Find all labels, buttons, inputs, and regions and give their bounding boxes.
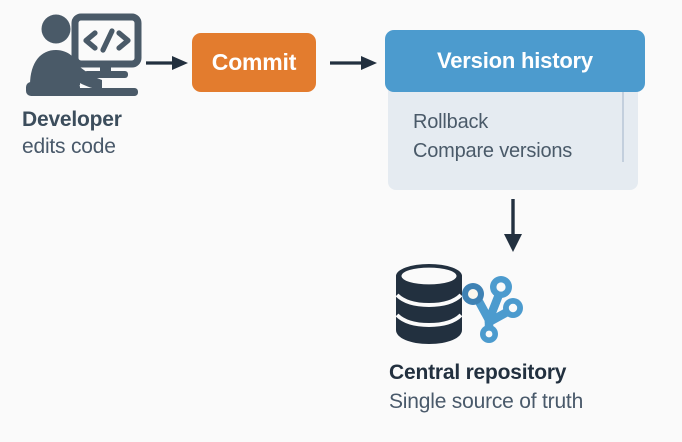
version-history-header-label: Version history <box>437 48 593 73</box>
repository-subtitle: Single source of truth <box>389 390 584 413</box>
repository-caption: Central repository Single source of trut… <box>389 358 669 416</box>
commit-label: Commit <box>211 49 297 75</box>
arrow-commit-to-version-history <box>330 56 377 70</box>
version-history-item-compare-versions[interactable]: Compare versions <box>413 140 573 162</box>
version-history-panel: Version history Rollback Compare version… <box>385 30 645 190</box>
database-with-branches-icon <box>395 264 523 344</box>
arrow-developer-to-commit <box>146 56 188 70</box>
developer-title: Developer <box>22 108 122 131</box>
version-history-header[interactable]: Version history <box>385 30 645 92</box>
version-history-item-rollback[interactable]: Rollback <box>413 111 489 133</box>
commit-node[interactable]: Commit <box>192 33 316 92</box>
version-history-divider <box>622 70 624 162</box>
developer-caption: Developer edits code <box>22 106 192 160</box>
developer-at-computer-icon <box>26 13 142 96</box>
developer-subtitle: edits code <box>22 135 116 158</box>
version-history-item-list: Rollback Compare versions <box>413 108 628 166</box>
repository-title: Central repository <box>389 361 567 384</box>
arrow-version-history-to-repository <box>504 199 522 252</box>
